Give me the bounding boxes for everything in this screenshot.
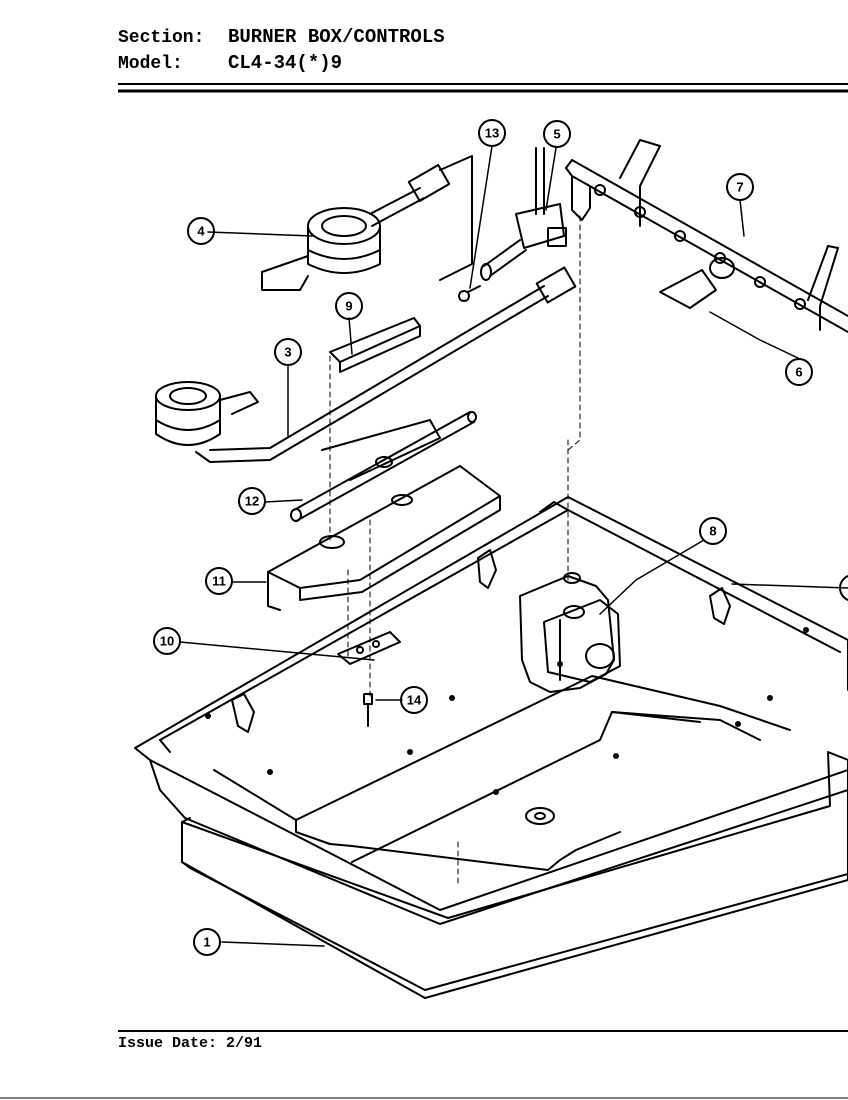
callout-10-bubble xyxy=(153,627,181,655)
callout-4-label: 4 xyxy=(197,224,205,239)
callout-11-label: 11 xyxy=(212,574,226,589)
page-header: Section: BURNER BOX/CONTROLS Model: CL4-… xyxy=(118,26,445,78)
screw-13 xyxy=(458,285,481,302)
callout-1-label: 1 xyxy=(203,935,210,950)
alignment-lines xyxy=(329,215,581,885)
callout-3-bubble xyxy=(274,338,302,366)
callout-9-label: 9 xyxy=(345,299,352,314)
callout-11-bubble xyxy=(205,567,233,595)
callout-7-bubble xyxy=(726,173,754,201)
mounting-plate xyxy=(337,631,401,665)
callout-10-label: 10 xyxy=(160,634,174,649)
section-label: Section: xyxy=(118,28,205,48)
callout-3-label: 3 xyxy=(284,345,291,360)
callout-5-label: 5 xyxy=(553,127,560,142)
section-value: BURNER BOX/CONTROLS xyxy=(228,26,445,48)
callout-8-bubble xyxy=(699,517,727,545)
base-plate xyxy=(181,751,848,999)
callout-bubbles xyxy=(153,119,848,956)
callout-5-bubble xyxy=(543,120,571,148)
callout-4-bubble xyxy=(187,217,215,245)
rear-burner-assembly xyxy=(155,266,577,463)
page-footer: Issue Date: 2/91 xyxy=(118,1035,262,1052)
crossover-tube xyxy=(290,411,477,522)
callout-12-bubble xyxy=(238,487,266,515)
burner-mounting-bracket xyxy=(267,419,501,611)
section-row: Section: BURNER BOX/CONTROLS xyxy=(118,26,445,52)
callout-6-bubble xyxy=(785,358,813,386)
model-value: CL4-34(*)9 xyxy=(228,52,343,74)
callout-13-label: 13 xyxy=(485,126,499,141)
callout-14-label: 14 xyxy=(407,693,422,708)
orifice-fitting xyxy=(659,257,735,309)
model-label: Model: xyxy=(118,54,183,74)
callout-8-label: 8 xyxy=(709,524,716,539)
callout-14-bubble xyxy=(400,686,428,714)
issue-date-value: 2/91 xyxy=(226,1035,263,1052)
issue-date-label: Issue Date: xyxy=(118,1035,218,1052)
burner-box-tray xyxy=(134,496,848,925)
callout-7-label: 7 xyxy=(736,180,743,195)
callout-13-bubble xyxy=(478,119,506,147)
callout-9-bubble xyxy=(335,292,363,320)
callout-edge-bubble xyxy=(839,575,848,601)
model-row: Model: CL4-34(*)9 xyxy=(118,52,445,78)
tray-screw-holes xyxy=(205,627,809,795)
pressure-regulator xyxy=(543,599,621,683)
callout-12-label: 12 xyxy=(245,494,259,509)
burner-valve xyxy=(480,147,567,281)
callout-1-bubble xyxy=(193,928,221,956)
front-burner-assembly xyxy=(261,155,473,291)
leader-lines xyxy=(179,145,848,947)
callout-6-label: 6 xyxy=(795,365,802,380)
heat-shield-bracket xyxy=(329,317,421,373)
screw-14 xyxy=(363,693,373,727)
gas-manifold xyxy=(565,139,848,333)
